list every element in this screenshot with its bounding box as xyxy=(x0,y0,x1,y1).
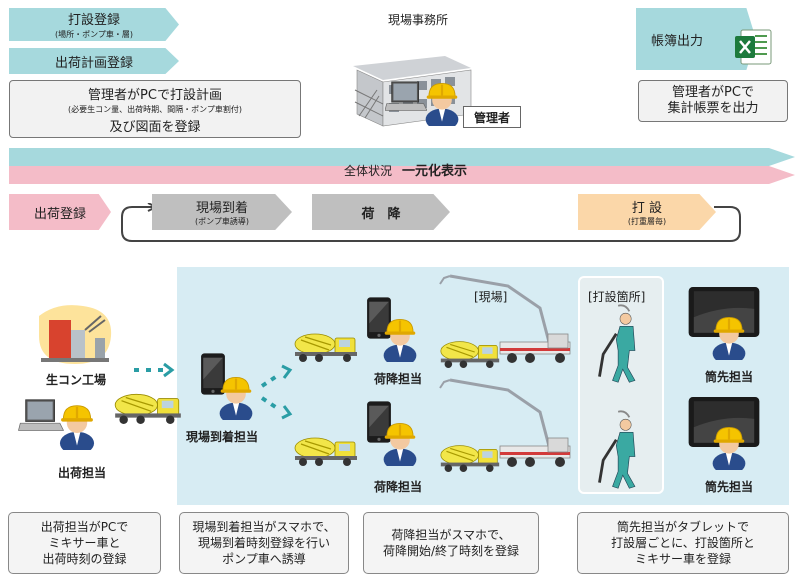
mixer-truck-icon-shipping xyxy=(114,393,182,424)
pump-truck-icon-bottom xyxy=(438,378,572,469)
admin-plan-note: 管理者がPCで打設計画 (必要生コン量、出荷時期、間隔・ポンプ車割付) 及び図面… xyxy=(9,80,301,138)
process-unloading: 荷 降 xyxy=(312,194,450,230)
arrival-worker-icon xyxy=(219,376,253,420)
pour-top-label: 筒先担当 xyxy=(705,370,754,384)
process-pouring-label: 打 設 xyxy=(631,201,663,216)
unloading-bottom-label: 荷降担当 xyxy=(374,480,423,494)
admin-output-line2: 集計帳票を出力 xyxy=(667,101,759,116)
arrival-note: 現場到着担当がスマホで、 現場到着時刻登録を行い ポンプ車へ誘導 xyxy=(179,512,349,574)
shipping-plan-tag: 出荷計画登録 xyxy=(9,48,179,74)
status-band-prefix: 全体状況 xyxy=(344,164,393,178)
process-pouring: 打 設 (打重層毎) xyxy=(578,194,716,230)
shipper-note-line2: ミキサー車と xyxy=(48,536,121,550)
arrival-note-line1: 現場到着担当がスマホで、 xyxy=(192,520,336,534)
pour-note-line1: 筒先担当がタブレットで xyxy=(616,520,749,534)
unloading-top-worker-icon xyxy=(383,318,417,362)
process-shipping: 出荷登録 xyxy=(9,194,111,230)
site-office-title: 現場事務所 xyxy=(388,13,449,27)
manager-worker-icon xyxy=(425,82,459,126)
shipper-note: 出荷担当がPCで ミキサー車と 出荷時刻の登録 xyxy=(8,512,161,574)
admin-output-line1: 管理者がPCで xyxy=(672,85,754,100)
ledger-output-label: 帳簿出力 xyxy=(650,33,703,49)
hose-worker-icon-top xyxy=(598,303,637,384)
admin-output-note: 管理者がPCで 集計帳票を出力 xyxy=(638,80,788,122)
factory-label: 生コン工場 xyxy=(46,373,107,387)
shipper-note-line1: 出荷担当がPCで xyxy=(40,520,129,534)
shipper-note-line3: 出荷時刻の登録 xyxy=(42,552,127,566)
process-arrival: 現場到着 (ポンプ車誘導) xyxy=(152,194,292,230)
unloading-bottom-worker-icon xyxy=(383,422,417,466)
excel-icon xyxy=(735,29,772,65)
pour-note-line2: 打設層ごとに、打設箇所と xyxy=(611,536,755,550)
shipping-plan-label: 出荷計画登録 xyxy=(54,55,133,71)
status-band xyxy=(9,148,795,184)
shipper-label: 出荷担当 xyxy=(58,466,107,480)
site-label: [現場] xyxy=(474,290,508,304)
manager-label: 管理者 xyxy=(463,106,521,128)
factory-icon xyxy=(39,305,112,364)
pour-location-label: [打設箇所] xyxy=(588,290,646,304)
pour-note-line3: ミキサー車を登録 xyxy=(634,552,731,566)
unloading-note-line2: 荷降開始/終了時刻を登録 xyxy=(382,544,520,558)
pump-truck-icon-top xyxy=(438,274,572,365)
process-unloading-label: 荷 降 xyxy=(361,206,401,222)
slab-registration-tag: 打設登録 (場所・ポンプ車・層) xyxy=(9,8,179,41)
arrival-note-line3: ポンプ車へ誘導 xyxy=(222,552,306,566)
arrival-label: 現場到着担当 xyxy=(186,430,259,444)
process-pouring-sub: (打重層毎) xyxy=(627,217,667,226)
admin-plan-line2: (必要生コン量、出荷時期、間隔・ポンプ車割付) xyxy=(68,104,242,114)
arrival-note-line2: 現場到着時刻登録を行い xyxy=(197,536,330,550)
unloading-note-line1: 荷降担当がスマホで、 xyxy=(391,528,511,542)
process-shipping-label: 出荷登録 xyxy=(33,206,86,222)
process-arrival-label: 現場到着 xyxy=(195,201,248,216)
flow-arrows-arrival xyxy=(260,364,293,420)
status-band-label: 全体状況一元化表示 xyxy=(344,160,467,179)
status-band-main: 一元化表示 xyxy=(402,164,468,179)
slab-registration-sub: (場所・ポンプ車・層) xyxy=(54,30,133,39)
shipper-worker-icon xyxy=(59,405,95,450)
pour-note: 筒先担当がタブレットで 打設層ごとに、打設箇所と ミキサー車を登録 xyxy=(577,512,789,574)
process-arrival-sub: (ポンプ車誘導) xyxy=(194,217,249,226)
pour-top-worker-icon xyxy=(712,316,746,360)
unloading-note: 荷降担当がスマホで、 荷降開始/終了時刻を登録 xyxy=(363,512,539,574)
pour-bottom-worker-icon xyxy=(712,426,746,470)
slab-registration-label: 打設登録 xyxy=(67,13,120,28)
admin-plan-line1: 管理者がPCで打設計画 xyxy=(88,87,222,103)
hose-worker-icon-bottom xyxy=(598,409,637,490)
mixer-truck-icon-bottom xyxy=(294,437,358,466)
unloading-top-label: 荷降担当 xyxy=(374,372,423,386)
pour-bottom-label: 筒先担当 xyxy=(705,480,754,494)
mixer-truck-icon-top xyxy=(294,333,358,362)
flow-arrow-factory xyxy=(134,362,175,378)
admin-plan-line3: 及び図面を登録 xyxy=(109,119,201,135)
